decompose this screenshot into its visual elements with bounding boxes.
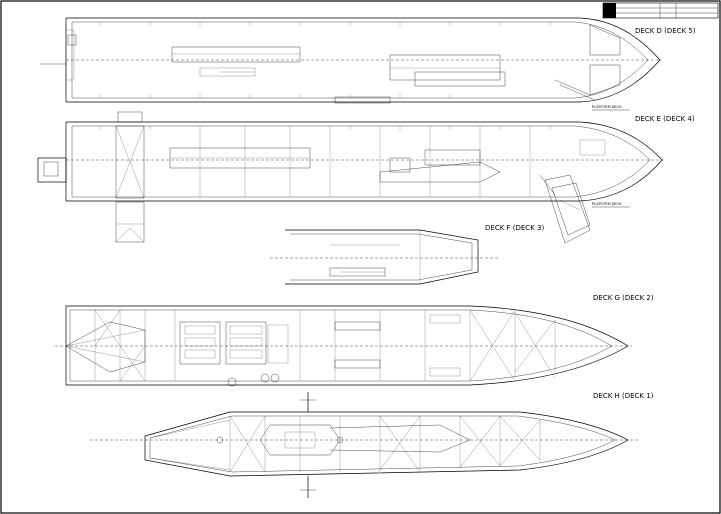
platform-upper-label: PLATFORM DECK xyxy=(592,105,622,109)
deck-g-plan xyxy=(55,305,632,387)
deck-e-plan xyxy=(37,111,664,244)
deck-e-label: DECK E (DECK 4) xyxy=(635,115,695,123)
deck-g-label: DECK G (DECK 2) xyxy=(593,294,654,302)
deck-d-plan xyxy=(40,17,662,104)
platform-lower-label: PLATFORM DECK xyxy=(592,202,622,206)
title-block xyxy=(602,2,719,19)
deck-f-plan xyxy=(270,229,500,285)
deck-h-plan xyxy=(90,392,640,498)
deck-h-label: DECK H (DECK 1) xyxy=(593,392,654,400)
deck-d-label: DECK D (DECK 5) xyxy=(635,27,696,35)
deck-f-label: DECK F (DECK 3) xyxy=(485,224,544,232)
